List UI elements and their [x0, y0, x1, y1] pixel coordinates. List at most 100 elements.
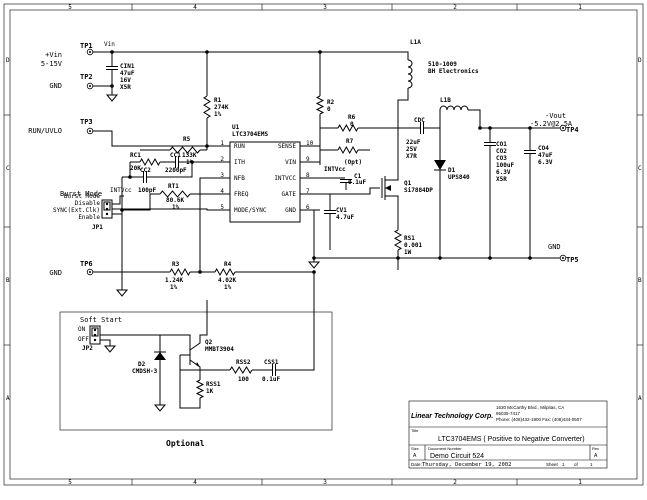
vout-spec-label: -5.2V@2.5A: [530, 120, 573, 128]
c1-value: 0.1uF: [348, 179, 366, 186]
tp2-label: TP2: [80, 73, 93, 81]
tp3-label: TP3: [80, 118, 93, 126]
ground-symbol: [115, 289, 129, 297]
border-letter-right: D: [638, 57, 642, 64]
border-number-top: 3: [323, 4, 327, 11]
c1-ref: C1: [354, 173, 362, 180]
wire: [100, 339, 111, 346]
docnum-value: Demo Circuit 524: [430, 453, 484, 460]
junction-dot: [528, 256, 532, 260]
border-letter-right: C: [638, 165, 642, 172]
resistor-symbol: [139, 157, 161, 167]
r5-value: 133K: [182, 152, 197, 159]
rev-value: A: [594, 453, 598, 459]
ground-symbol: [103, 345, 117, 353]
wire: [160, 334, 191, 345]
border-number-top: 2: [453, 4, 457, 11]
wire: [385, 195, 399, 230]
jp1-intvcc-label: INTVcc: [110, 187, 132, 194]
wire: [189, 312, 208, 351]
jp2-pin: [93, 333, 97, 337]
q2-part: MMBT3904: [205, 346, 234, 353]
ground-symbol: [105, 94, 119, 102]
ic-pin-right-num: 6: [306, 204, 310, 211]
ic-pin-left-name: RUN: [234, 143, 245, 150]
border-number-top: 1: [578, 4, 582, 11]
r7-ref: R7: [346, 138, 354, 145]
ic-body: [229, 141, 301, 223]
cc2-ref: CC2: [140, 167, 151, 174]
border-number-bottom: 2: [453, 479, 457, 486]
test-point-center: [89, 85, 91, 87]
border-letter-right: B: [638, 277, 642, 284]
vin-label: +Vin: [45, 51, 62, 59]
d2-ref: D2: [138, 361, 146, 368]
ground-symbol: [307, 261, 321, 269]
ic-pin-left-name: NFB: [234, 175, 245, 182]
cin1-voltage: 16V: [120, 77, 131, 84]
resistor-symbol: [214, 267, 236, 277]
ic-pin-right-name: GATE: [282, 191, 297, 198]
l1b-coil: [439, 105, 448, 111]
rs1-value: 0.001: [404, 242, 422, 249]
r2-value: 0: [327, 106, 331, 113]
r4-tol: 1%: [224, 284, 232, 291]
wire: [276, 272, 315, 371]
co4-ref: CO4: [538, 145, 549, 152]
drawing-title: LTC3704EMS ( Positive to Negative Conver…: [438, 436, 585, 443]
junction-dot: [198, 270, 202, 274]
wire: [320, 193, 331, 210]
vout-label: -Vout: [545, 112, 566, 120]
q1-part: Si7884DP: [404, 187, 433, 194]
border-number-bottom: 5: [68, 479, 72, 486]
rt1-ref: RT1: [168, 183, 179, 190]
q2-ref: Q2: [205, 339, 213, 346]
wire: [112, 195, 124, 205]
jp1-sync-label: SYNC(Ext.Clk): [53, 207, 100, 214]
l1b-coil: [446, 105, 455, 111]
q1-arrow: [385, 185, 391, 191]
ic-pin-right-name: GND: [285, 207, 296, 214]
ic-pin-right-num: 7: [306, 188, 310, 195]
cdc-voltage: 25V: [406, 146, 417, 153]
resistor-symbol: [229, 366, 253, 374]
resistor-symbol: [337, 145, 359, 155]
border-letter-left: C: [6, 165, 10, 172]
resistor-symbol: [169, 267, 191, 277]
of-label: of: [574, 462, 579, 467]
ic-pin-right-name: SENSE: [278, 143, 296, 150]
l1a-maker: BH Electronics: [428, 68, 479, 75]
jp2-pin: [93, 338, 97, 342]
cdc-value: 22uF: [406, 139, 421, 146]
power-stage: R60R7(Opt)INTVccC10.1uFCV14.7uFQ1Si7884D…: [319, 39, 579, 270]
junction-dot: [128, 175, 132, 179]
vin-net-label: Vin: [104, 41, 115, 48]
burst-mode-title: Burst Mode: [60, 190, 102, 198]
rev-label: Rev: [592, 446, 599, 451]
ic-pin-left-name: FREQ: [234, 191, 249, 198]
jp1-disable-label: Disable: [75, 200, 101, 207]
resistor-symbol: [169, 146, 201, 154]
border-letter-right: A: [638, 395, 642, 402]
ic-pin-left-num: 4: [220, 188, 224, 195]
size-value: A: [413, 453, 417, 459]
css1-value: 0.1uF: [262, 376, 280, 383]
co2-ref: CO2: [496, 148, 507, 155]
co-dielectric: X5R: [496, 176, 507, 183]
gnd-label-1: GND: [49, 82, 62, 90]
cin1-value: 47uF: [120, 70, 135, 77]
cdc-ref: CDC: [414, 117, 425, 124]
resistor-symbol: [337, 123, 359, 133]
rss2-ref: RSS2: [236, 359, 251, 366]
title-block-frame: [408, 400, 608, 469]
jp2-ref: JP2: [82, 345, 93, 352]
tp1-label: TP1: [80, 42, 93, 50]
css1-ref: CSS1: [264, 359, 279, 366]
wire: [179, 378, 201, 409]
wire: [100, 334, 161, 352]
ic-pin-left-num: 3: [220, 172, 224, 179]
cin1-ref: CIN1: [120, 63, 135, 70]
jp1-pin: [105, 207, 109, 211]
